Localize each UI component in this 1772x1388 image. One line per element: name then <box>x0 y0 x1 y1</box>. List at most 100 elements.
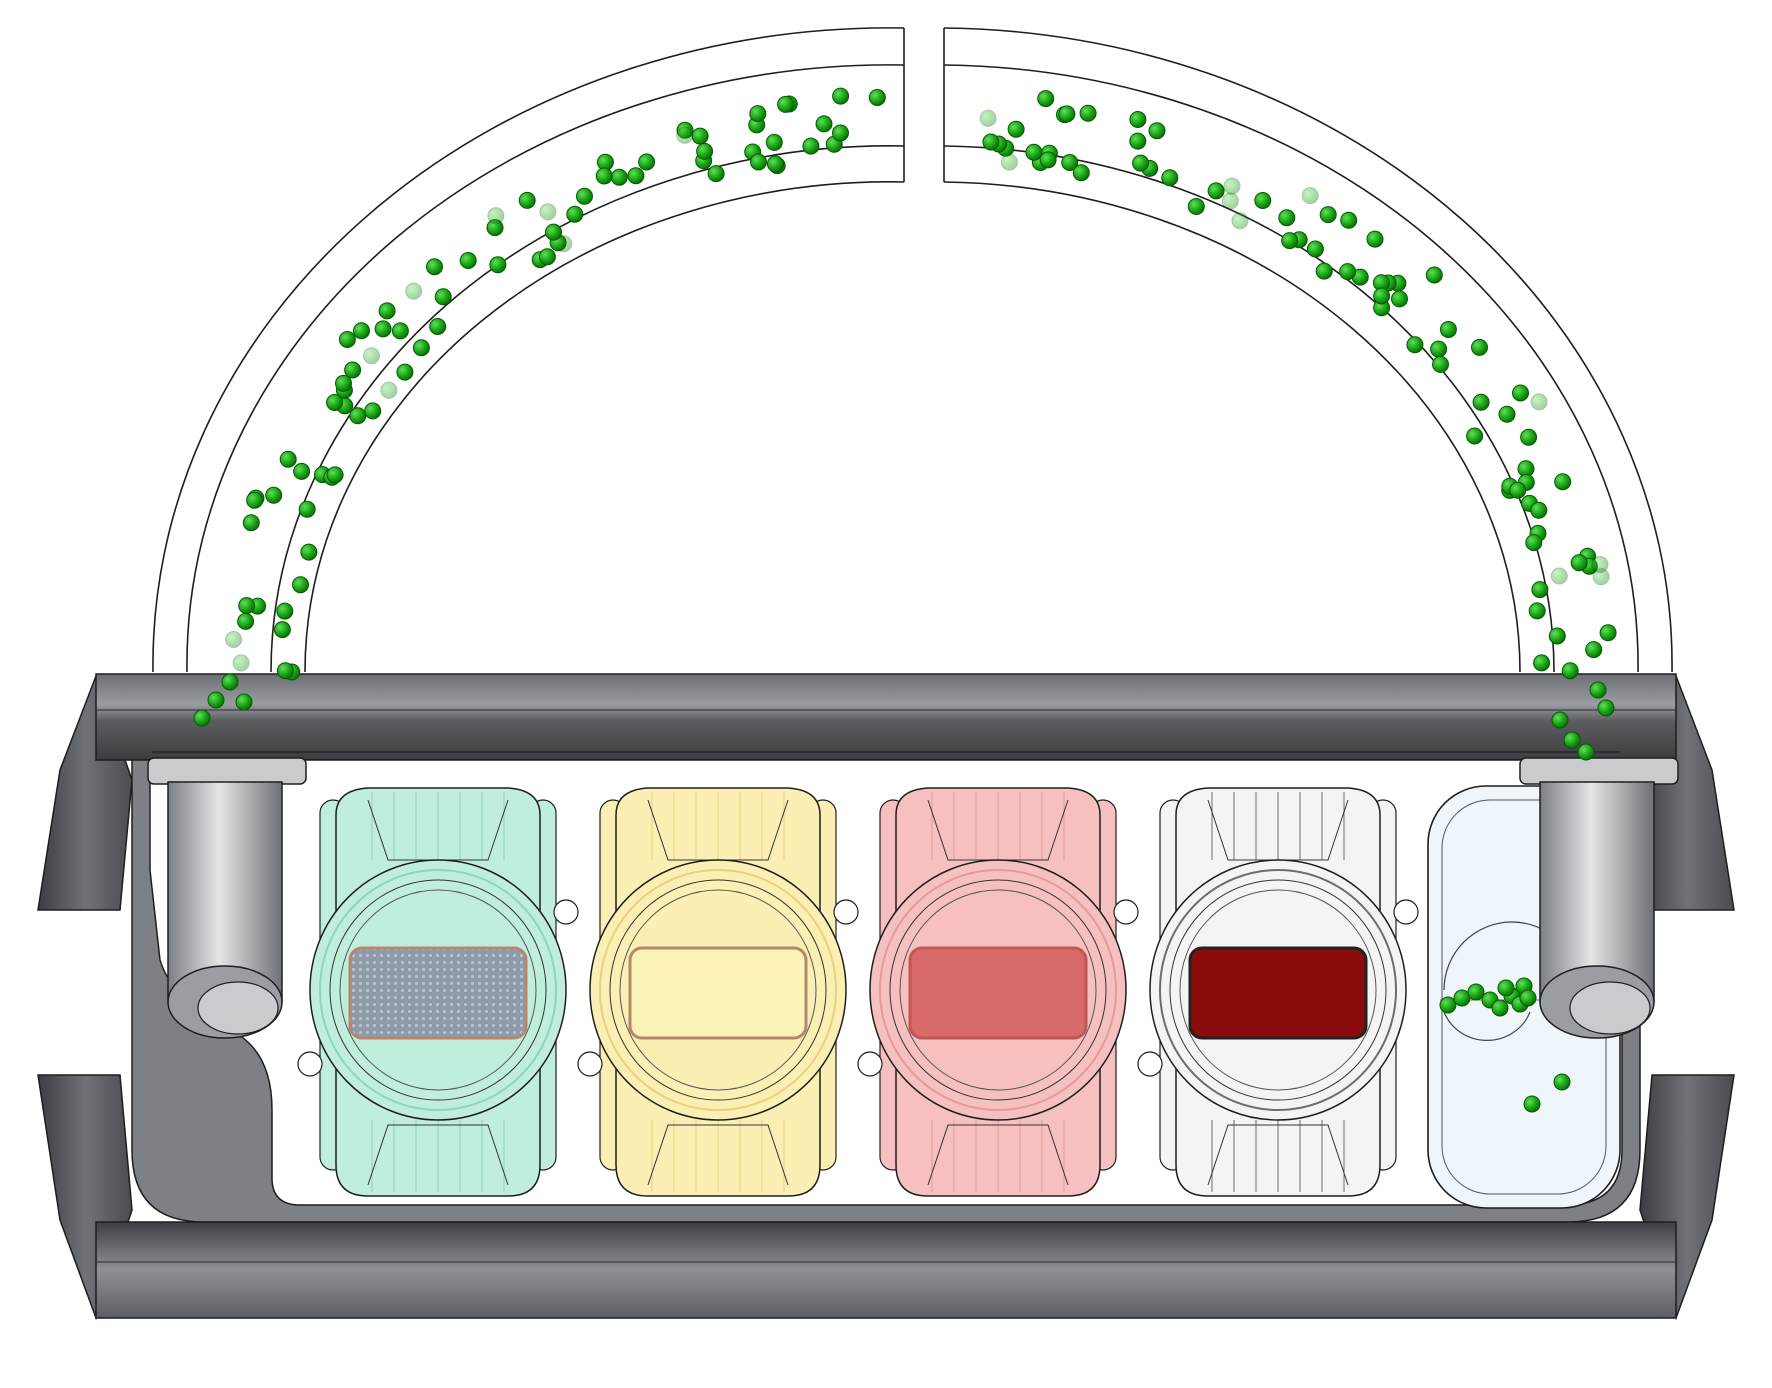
arch-outer-wall-right <box>943 27 1673 673</box>
arch-wall-2-left <box>186 64 905 673</box>
particle <box>265 486 283 504</box>
particle <box>1491 999 1509 1017</box>
particle <box>1512 384 1529 402</box>
particle <box>378 302 396 320</box>
particle <box>396 363 414 381</box>
particle <box>1472 393 1490 411</box>
particle <box>1231 212 1249 230</box>
particle <box>832 87 850 105</box>
particle <box>1519 989 1537 1007</box>
particle <box>1366 230 1384 248</box>
particle <box>518 191 536 209</box>
particle <box>1161 169 1179 187</box>
particle <box>1373 287 1391 305</box>
particle <box>300 543 318 561</box>
particle <box>1471 338 1488 356</box>
particle <box>1281 232 1299 250</box>
top-bar <box>95 673 1677 761</box>
particle <box>1391 290 1408 308</box>
particle <box>237 612 255 630</box>
particle <box>412 339 430 357</box>
particle <box>459 252 477 269</box>
particle <box>1439 321 1457 338</box>
particle <box>749 105 767 123</box>
outlet-tube-left <box>147 757 307 1039</box>
particle <box>545 223 562 241</box>
particle <box>429 318 447 335</box>
particle <box>538 248 556 266</box>
particle <box>1498 405 1516 423</box>
particle <box>276 662 294 680</box>
particle <box>1339 263 1357 281</box>
particle <box>982 133 1000 151</box>
particle <box>1432 355 1449 373</box>
particle <box>691 127 709 145</box>
particle <box>1025 143 1043 161</box>
particle <box>279 450 297 468</box>
particle <box>1079 104 1097 122</box>
particle <box>610 168 628 186</box>
particle <box>979 109 997 127</box>
outlet-tube-right <box>1519 757 1679 1039</box>
particle <box>1589 681 1607 699</box>
particle <box>1591 556 1609 573</box>
particle <box>235 693 253 711</box>
particle <box>1530 393 1548 411</box>
particle <box>868 89 886 106</box>
particle <box>1548 627 1566 645</box>
arch-wall-3-right <box>943 145 1555 673</box>
particle <box>1467 983 1485 1001</box>
particle <box>1129 111 1147 128</box>
particle <box>1509 481 1527 499</box>
particle <box>1439 996 1457 1014</box>
particle <box>193 709 211 727</box>
particle <box>832 124 849 142</box>
particle <box>1553 1073 1571 1091</box>
particle <box>426 258 443 276</box>
particle <box>1531 581 1549 599</box>
particle <box>363 347 380 365</box>
arch-channel <box>152 27 1673 673</box>
particle <box>292 576 309 594</box>
particle <box>777 95 795 113</box>
particle <box>326 466 344 484</box>
particle <box>1466 427 1484 445</box>
cartridge-window <box>348 946 528 1040</box>
particle <box>298 500 316 518</box>
particle <box>1007 120 1025 138</box>
particle <box>1430 340 1448 358</box>
particle <box>638 153 656 171</box>
cartridge-pink <box>857 787 1139 1197</box>
particle <box>802 137 820 155</box>
particle <box>1129 132 1147 150</box>
arch-inner-wall-right <box>943 181 1521 673</box>
cartridge-yellow <box>577 787 859 1197</box>
arch-inner-wall-left <box>304 181 905 673</box>
particle <box>1340 211 1358 229</box>
particle <box>344 361 362 379</box>
particle <box>276 602 294 620</box>
particle <box>1520 428 1538 446</box>
cartridge-white <box>1137 787 1419 1197</box>
particle <box>1132 154 1150 172</box>
particle <box>1207 182 1225 200</box>
particle <box>1525 534 1543 552</box>
particle <box>1597 699 1615 717</box>
particle <box>707 165 725 183</box>
particle <box>1577 743 1595 761</box>
particle <box>335 374 352 392</box>
particle <box>353 322 370 340</box>
particle <box>1599 624 1617 642</box>
particle <box>207 691 225 709</box>
particle <box>242 514 260 532</box>
particle <box>434 288 452 306</box>
particle <box>293 462 311 480</box>
arch-outer-wall-left <box>152 27 905 673</box>
particle <box>1187 198 1205 215</box>
particle <box>1072 164 1090 182</box>
particle <box>750 153 767 171</box>
particle <box>1148 122 1166 140</box>
cartridge-green <box>297 787 579 1197</box>
particle <box>1585 641 1603 659</box>
arch-wall-2-right <box>943 64 1639 673</box>
